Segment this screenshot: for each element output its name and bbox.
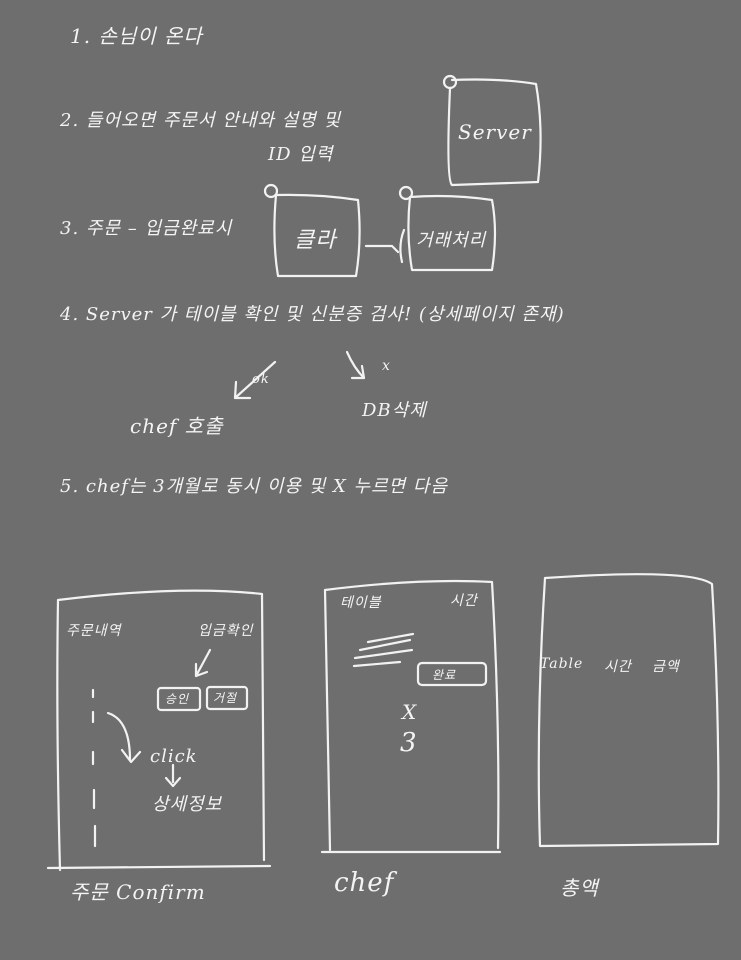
total-screen-frame: [537, 573, 720, 848]
cancel-button-label[interactable]: 거절: [213, 691, 238, 705]
client-payment-arrow: [364, 228, 406, 264]
chef-list-lines: [352, 632, 415, 668]
server-label: Server: [458, 120, 532, 144]
approve-button-label[interactable]: 승인: [165, 692, 190, 706]
order-caption: 주문 Confirm: [70, 880, 206, 904]
chef-x-mark: X: [402, 700, 418, 724]
total-col-time: 시간: [604, 659, 632, 675]
chef-col-table: 테이블: [340, 595, 382, 611]
step-2-line-1: 2. 들어오면 주문서 안내와 설명 및: [60, 110, 342, 131]
ok-result: chef 호출: [130, 414, 224, 438]
chef-col-time: 시간: [450, 593, 478, 609]
client-box: [273, 193, 361, 278]
payment-pin: [398, 185, 414, 201]
ok-label: ok: [252, 372, 270, 387]
chef-count: 3: [400, 728, 418, 758]
order-click-label: click: [150, 746, 198, 767]
order-screen-frame: [46, 589, 272, 872]
order-title: 주문내역: [66, 623, 122, 639]
server-pin: [442, 74, 458, 90]
server-box: [447, 78, 542, 187]
step-2-line-2: ID 입력: [268, 144, 334, 165]
order-click-arrow: [106, 711, 142, 764]
chef-caption: chef: [334, 868, 395, 898]
order-down-arrow: [194, 648, 212, 678]
order-down-arrow-2: [164, 763, 182, 788]
done-button-label[interactable]: 완료: [432, 668, 457, 682]
payment-box: [407, 194, 497, 272]
client-pin: [263, 183, 279, 199]
done-button-box: [416, 661, 488, 687]
ok-arrow: [233, 360, 277, 400]
order-dotted-list: [91, 688, 97, 848]
payment-label: 거래처리: [416, 230, 487, 251]
order-header-right: 입금확인: [198, 623, 254, 639]
step-4: 4. Server 가 테이블 확인 및 신분증 검사! (상세페이지 존재): [60, 304, 565, 325]
step-5: 5. chef는 3개월로 동시 이용 및 X 누르면 다음: [60, 476, 449, 497]
order-detail-label: 상세정보: [152, 794, 223, 815]
x-label: x: [382, 358, 391, 374]
x-result: DB삭제: [362, 400, 427, 421]
cancel-button-box: [205, 685, 249, 711]
total-col-amount: 금액: [652, 659, 680, 675]
approve-button-box: [156, 686, 202, 712]
total-caption: 총액: [560, 876, 599, 900]
total-col-table: Table: [540, 656, 584, 672]
chef-screen-frame: [320, 579, 502, 854]
step-3: 3. 주문 – 입금완료시: [60, 218, 233, 239]
client-label: 클라: [294, 228, 337, 253]
x-arrow: [345, 350, 366, 380]
step-1: 1. 손님이 온다: [70, 24, 203, 48]
